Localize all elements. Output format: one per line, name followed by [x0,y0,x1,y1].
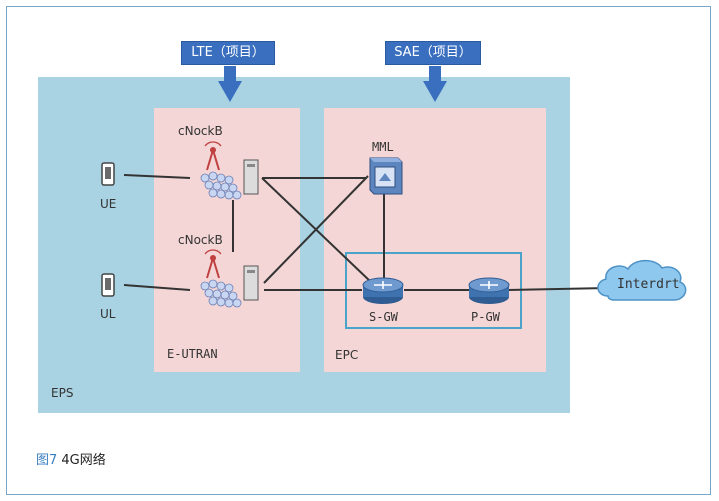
mml-label: MML [372,140,394,154]
ue-bottom-label: UL [100,307,116,321]
mml-server-icon [369,157,403,195]
sae-down-arrow-icon [423,66,447,102]
enodeb-top-label: cNockB [178,124,223,138]
enodeb-top-icon [200,141,259,200]
figure-title: 4G网络 [57,453,106,468]
ue-top-label: UE [100,197,117,211]
figure-caption: 图7 4G网络 [36,449,106,468]
sgw-label: S-GW [369,310,398,324]
internet-cloud-icon [597,259,687,301]
enodeb-bottom-icon [200,249,259,308]
ue-top-phone-icon [101,162,115,186]
internet-label: Interdrt [617,277,680,292]
pgw-label: P-GW [471,310,500,324]
eutran-region [154,108,300,372]
figure-number: 图7 [36,453,58,468]
network-links [123,174,609,291]
sae-tag: SAE（项目） [385,41,481,65]
eutran-label: E-UTRAN [167,347,218,361]
lte-tag: LTE（项目） [181,41,275,65]
sgw-router-icon [362,277,404,304]
enodeb-bottom-label: cNockB [178,233,223,247]
eps-label: EPS [51,386,74,400]
lte-down-arrow-icon [218,66,242,102]
epc-label: EPC [335,348,359,362]
ue-bottom-phone-icon [101,273,115,297]
pgw-router-icon [468,277,510,304]
